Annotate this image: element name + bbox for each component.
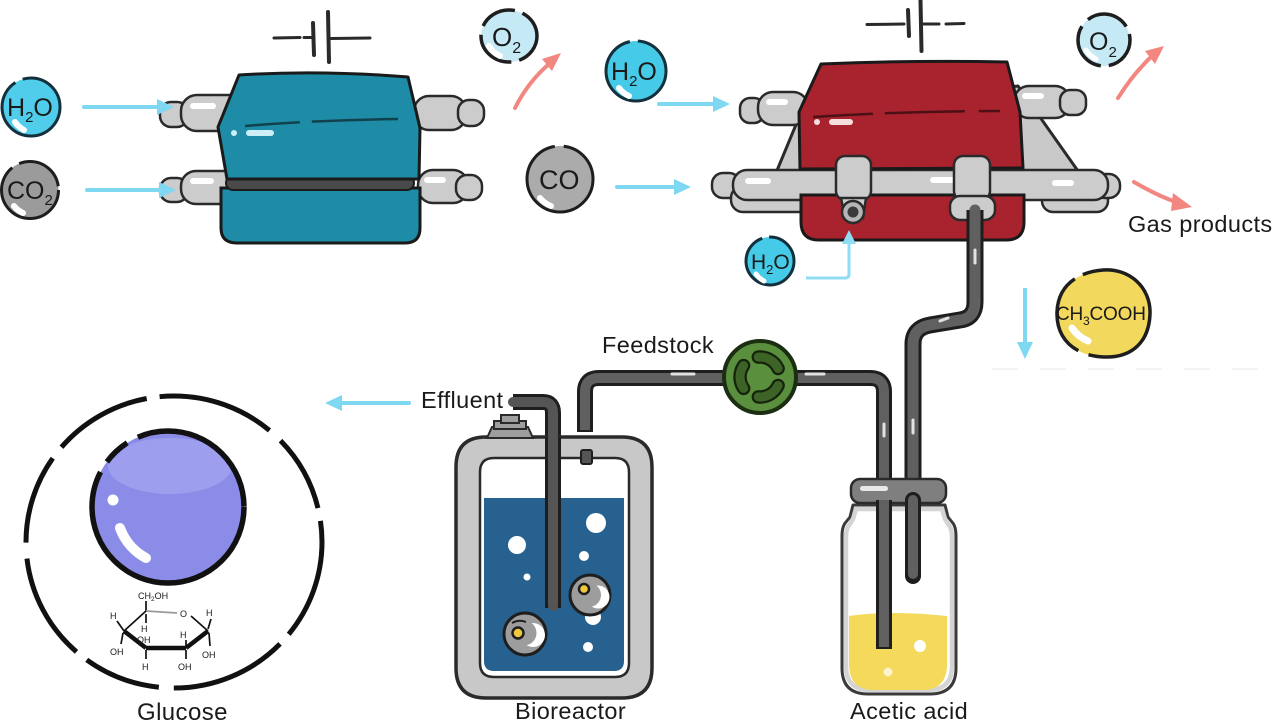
svg-text:H: H [141, 624, 148, 634]
svg-text:Gas products: Gas products [1128, 211, 1273, 237]
svg-text:H: H [142, 662, 149, 672]
svg-text:OH: OH [202, 650, 216, 660]
svg-text:OH: OH [137, 635, 151, 645]
svg-text:CH2OH: CH2OH [138, 591, 168, 603]
svg-text:H: H [110, 611, 117, 621]
svg-text:O2: O2 [492, 22, 521, 57]
svg-text:CH3COOH: CH3COOH [1056, 304, 1146, 328]
svg-text:H: H [206, 608, 213, 618]
svg-text:OH: OH [110, 647, 124, 657]
svg-text:O: O [180, 609, 187, 619]
svg-text:Glucose: Glucose [137, 699, 228, 723]
svg-text:H: H [180, 630, 187, 640]
svg-text:Feedstock: Feedstock [602, 332, 714, 358]
svg-text:Effluent: Effluent [421, 387, 504, 413]
svg-text:OH: OH [178, 662, 192, 672]
svg-text:CO: CO [539, 165, 580, 195]
svg-text:H2O: H2O [611, 58, 657, 90]
svg-text:Acetic acid: Acetic acid [850, 698, 968, 723]
svg-text:Bioreactor: Bioreactor [515, 698, 626, 723]
svg-text:H2O: H2O [7, 94, 53, 126]
